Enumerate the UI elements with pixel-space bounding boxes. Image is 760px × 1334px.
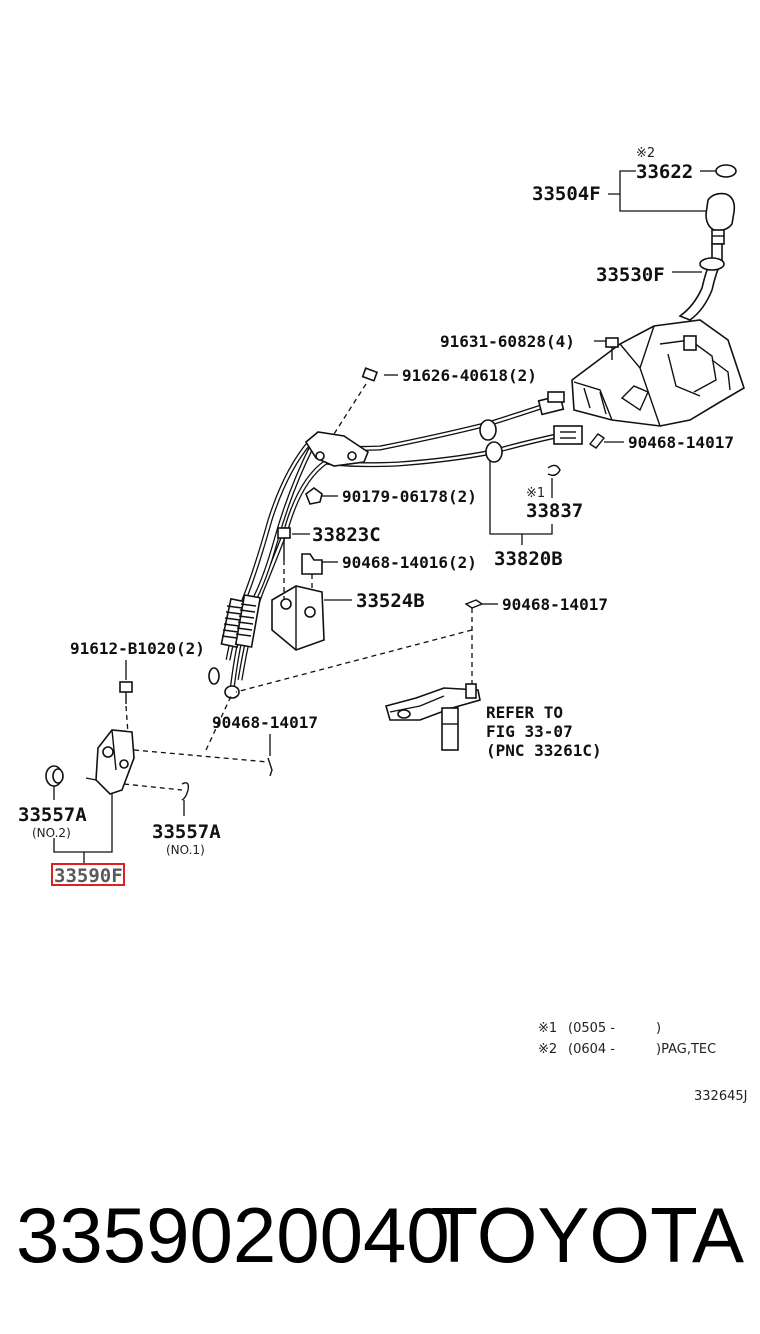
footer-part-number: 3359020040	[16, 1191, 450, 1279]
note1-mark: ※1	[538, 1021, 557, 1036]
footer: 3359020040 TOYOTA	[0, 1190, 760, 1280]
label-90468-14017-b: 90468-14017	[502, 595, 608, 614]
label-90468-14017-c: 90468-14017	[212, 713, 318, 732]
label-33524B: 33524B	[356, 590, 425, 612]
bolt-91626	[333, 367, 379, 435]
shift-lever	[678, 243, 725, 321]
note-mark-2: ※2	[636, 146, 655, 161]
bracket-33524B	[271, 585, 325, 651]
note2-close: )PAG,TEC	[656, 1042, 716, 1057]
note2-mark: ※2	[538, 1042, 557, 1057]
refer-line-2: FIG 33-07	[486, 722, 573, 741]
shift-knob	[705, 164, 737, 245]
cable-end-upper	[479, 391, 565, 441]
note1-text: (0505 -	[568, 1021, 615, 1036]
label-90468-14016: 90468-14016(2)	[342, 553, 477, 572]
bolt-91631	[605, 337, 619, 360]
cable-floor-bracket	[304, 431, 369, 467]
label-90179: 90179-06178(2)	[342, 487, 477, 506]
assembly-lines	[123, 693, 269, 791]
note2-text: (0604 -	[568, 1042, 615, 1057]
note1-close: )	[656, 1021, 661, 1036]
label-33820B: 33820B	[494, 548, 563, 570]
clip-90468-14016	[301, 553, 323, 590]
clip-90468-14017-a	[588, 433, 606, 449]
label-33557A-no2-sub: (NO.2)	[32, 826, 71, 840]
label-33530F: 33530F	[596, 264, 665, 286]
refer-line-1: REFER TO	[486, 703, 563, 722]
cable-end-lower	[485, 425, 583, 463]
label-33557A-no2: 33557A	[18, 804, 87, 826]
label-91626: 91626-40618(2)	[402, 366, 537, 385]
footer-brand: TOYOTA	[430, 1191, 745, 1279]
label-33557A-no1-sub: (NO.1)	[166, 843, 205, 857]
leader-lines	[53, 170, 716, 864]
label-33823C: 33823C	[312, 524, 381, 546]
bolt-33823C	[277, 527, 291, 600]
diagram-id: 332645J	[694, 1089, 747, 1104]
label-33557A-no1: 33557A	[152, 821, 221, 843]
label-90468-14017-a: 90468-14017	[628, 433, 734, 452]
label-33590F[interactable]: 33590F	[54, 865, 123, 887]
note-mark-1: ※1	[526, 486, 545, 501]
clip-90468-14017-c	[267, 734, 273, 777]
shift-cables	[225, 399, 557, 691]
nut-90179	[305, 487, 323, 505]
shift-lever-housing	[571, 319, 745, 427]
label-33504F: 33504F	[532, 183, 601, 205]
bracket-assembly-33590F	[85, 729, 135, 795]
clip-33557A-no1	[181, 782, 190, 816]
transmission-shift-lever	[385, 683, 481, 751]
cable-adjusters	[208, 594, 262, 699]
clip-33837	[547, 464, 561, 477]
label-91631: 91631-60828(4)	[440, 332, 575, 351]
highlight-box	[51, 863, 125, 886]
label-33837: 33837	[526, 500, 583, 522]
label-91612: 91612-B1020(2)	[70, 639, 205, 658]
label-33622: 33622	[636, 161, 693, 183]
bolt-91612	[119, 681, 133, 735]
refer-line-3: (PNC 33261C)	[486, 741, 602, 760]
grommet-33557A-no2	[45, 765, 64, 800]
